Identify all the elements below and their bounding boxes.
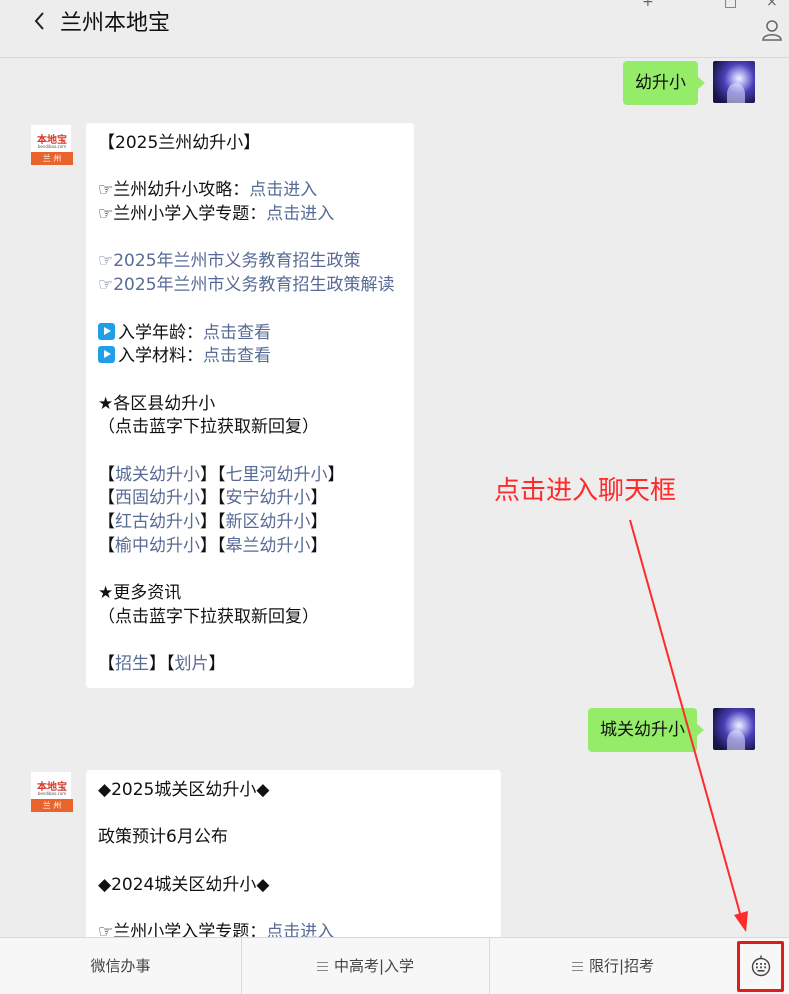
more-heading: ★更多资讯: [98, 583, 182, 604]
message-line: ◆2025城关区幼升小◆: [98, 780, 270, 800]
play-icon: [98, 322, 115, 340]
menu-item-label: 微信办事: [90, 957, 151, 975]
enroll-link[interactable]: 招生: [115, 654, 149, 675]
district-link[interactable]: 西固幼升小: [115, 488, 200, 509]
menu-divider: [241, 938, 242, 994]
top-bar: 兰州本地宝 + □ ×: [0, 0, 789, 58]
topic-link[interactable]: 点击进入: [266, 204, 335, 225]
menu-divider: [489, 938, 490, 994]
guide-label: ☞兰州幼升小攻略：: [98, 180, 250, 201]
district-link[interactable]: 安宁幼升小: [225, 488, 311, 509]
materials-label: 入学材料：: [118, 346, 203, 367]
menu-item-label: 限行|招考: [588, 957, 655, 975]
menu-item-wechat-services[interactable]: 微信办事: [0, 938, 241, 994]
message-line: ◆2024城关区幼升小◆: [98, 874, 270, 895]
play-icon: [98, 346, 115, 364]
policy-link[interactable]: ☞2025年兰州市义务教育招生政策: [98, 251, 361, 272]
guide-link[interactable]: 点击进入: [249, 180, 318, 201]
zoning-link[interactable]: 划片: [174, 654, 209, 675]
menu-item-exams-enrollment[interactable]: 中高考|入学: [242, 938, 489, 994]
user-avatar[interactable]: [713, 61, 755, 103]
district-link[interactable]: 榆中幼升小: [115, 535, 200, 556]
person-icon[interactable]: [760, 18, 784, 42]
topic-label: ☞兰州小学入学专题：: [98, 922, 267, 937]
bot-message-bubble: ◆2025城关区幼升小◆ 政策预计6月公布 ◆2024城关区幼升小◆ ☞兰州小学…: [86, 770, 501, 937]
logo-brand: 本地宝: [37, 135, 67, 146]
add-icon[interactable]: +: [642, 0, 654, 10]
bot-avatar[interactable]: 本地宝 bendibao.com 兰 州: [30, 771, 73, 813]
age-label: 入学年龄：: [118, 322, 203, 343]
materials-link[interactable]: 点击查看: [203, 346, 271, 367]
district-link[interactable]: 新区幼升小: [225, 512, 311, 533]
menu-lines-icon: [571, 962, 583, 971]
menu-item-traffic-recruit[interactable]: 限行|招考: [490, 938, 736, 994]
keyboard-toggle-button[interactable]: [737, 941, 784, 992]
keyboard-icon: [751, 955, 771, 977]
district-link[interactable]: 城关幼升小: [115, 464, 200, 485]
chat-area[interactable]: 幼升小 本地宝 bendibao.com 兰 州 【2025兰州幼升小】 ☞兰州…: [0, 59, 789, 937]
user-avatar[interactable]: [713, 708, 755, 750]
user-message-bubble[interactable]: 城关幼升小: [588, 708, 704, 752]
logo-city: 兰 州: [31, 152, 73, 165]
bot-message-bubble: 【2025兰州幼升小】 ☞兰州幼升小攻略：点击进入 ☞兰州小学入学专题：点击进入…: [86, 123, 414, 688]
districts-heading: ★各区县幼升小: [98, 393, 216, 414]
topic-link[interactable]: 点击进入: [266, 922, 335, 937]
district-link[interactable]: 七里河幼升小: [225, 464, 328, 485]
page-title: 兰州本地宝: [60, 11, 171, 36]
message-title: 【2025兰州幼升小】: [98, 133, 261, 153]
policy-read-link[interactable]: ☞2025年兰州市义务教育招生政策解读: [98, 275, 395, 296]
menu-lines-icon: [316, 962, 328, 971]
district-link[interactable]: 皋兰幼升小: [225, 535, 311, 556]
logo-brand: 本地宝: [37, 782, 67, 793]
district-link[interactable]: 红古幼升小: [115, 512, 200, 533]
topic-label: ☞兰州小学入学专题：: [98, 204, 267, 225]
close-icon[interactable]: ×: [766, 0, 778, 10]
more-hint: （点击蓝字下拉获取新回复）: [98, 606, 319, 627]
chevron-left-icon[interactable]: [28, 8, 52, 34]
user-message-bubble[interactable]: 幼升小: [623, 61, 705, 105]
logo-url: bendibao.com: [37, 791, 67, 796]
menu-item-label: 中高考|入学: [333, 957, 415, 975]
logo-city: 兰 州: [31, 799, 73, 812]
districts-hint: （点击蓝字下拉获取新回复）: [98, 417, 319, 438]
message-line: 政策预计6月公布: [98, 827, 228, 848]
maximize-icon[interactable]: □: [724, 0, 738, 10]
age-link[interactable]: 点击查看: [203, 322, 271, 343]
logo-url: bendibao.com: [37, 144, 67, 149]
annotation-text: 点击进入聊天框: [494, 476, 677, 506]
bottom-menu: 微信办事 中高考|入学 限行|招考: [0, 937, 789, 994]
bot-avatar[interactable]: 本地宝 bendibao.com 兰 州: [30, 124, 73, 166]
